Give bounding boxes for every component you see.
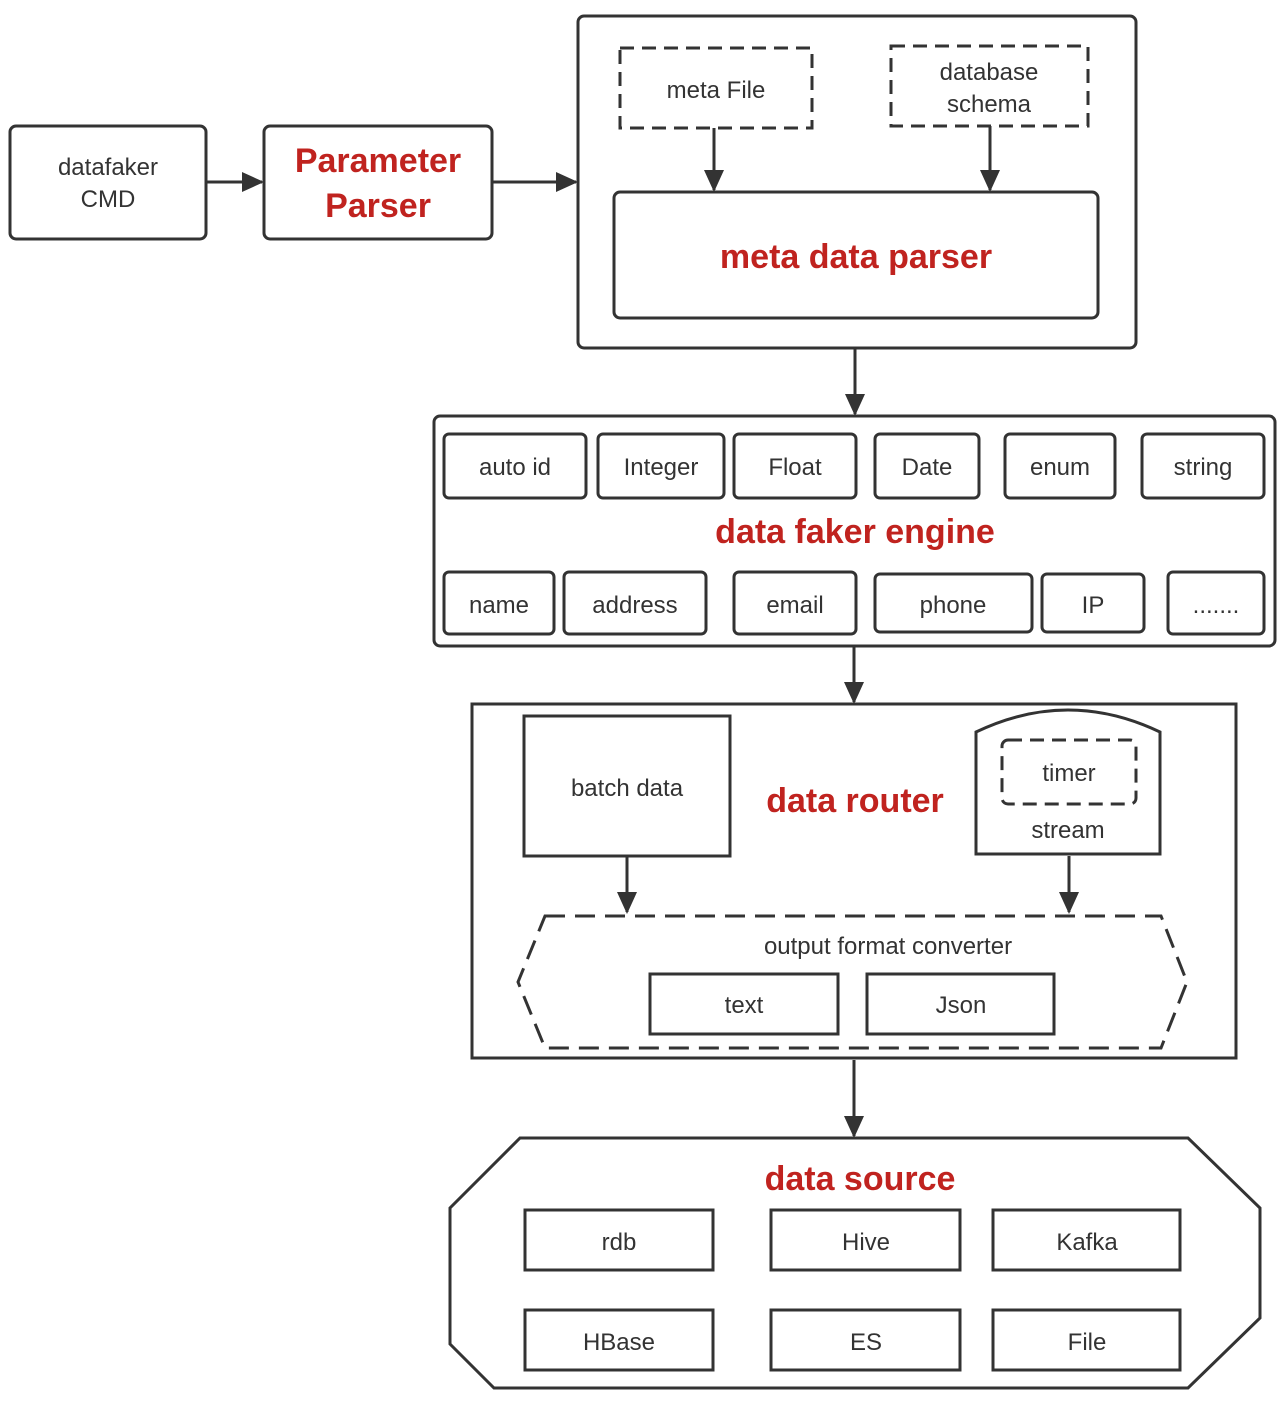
timer-label: timer [1042,760,1095,787]
source-rdb-label: rdb [602,1229,637,1256]
data-router: batch data data router timer stream outp… [470,702,1238,1060]
format-json [865,972,1056,1036]
data-source: data source rdb Hive Kafka HBase ES File [448,1136,1262,1390]
format-json-label: Json [936,992,987,1019]
meta-file-box [618,46,814,130]
database-schema-box [889,44,1090,128]
meta-data-parser-box [612,190,1100,320]
type-address-label: address [592,592,677,619]
type-more-label: ....... [1193,592,1240,619]
type-float [732,432,858,500]
type-more [1166,570,1266,636]
parameter-parser-node: Parameter Parser [262,124,494,241]
type-name-label: name [469,592,529,619]
meta-section: meta File database schema meta data pars… [576,14,1138,350]
stream-label: stream [1031,817,1104,844]
type-enum-label: enum [1030,454,1090,481]
type-ip [1040,572,1146,634]
output-format-converter-title: output format converter [764,933,1012,960]
type-float-label: Float [768,454,822,481]
type-email-label: email [766,592,823,619]
cmd-label-line2: CMD [81,186,136,213]
data-faker-engine-title: data faker engine [715,513,995,551]
cmd-label-line1: datafaker [58,154,158,181]
source-kafka [991,1208,1182,1272]
format-text [648,972,840,1036]
data-source-title: data source [765,1160,956,1198]
format-text-label: text [725,992,764,1019]
type-phone [873,572,1034,634]
type-enum [1003,432,1117,500]
source-hive-label: Hive [842,1229,890,1256]
source-es [769,1308,962,1372]
meta-file-label: meta File [667,77,766,104]
type-phone-label: phone [920,592,987,619]
data-faker-engine: auto id Integer Float Date enum string d… [432,414,1277,648]
database-schema-line2: schema [947,91,1032,118]
source-kafka-label: Kafka [1056,1229,1118,1256]
type-auto-id-label: auto id [479,454,551,481]
database-schema-line1: database [940,59,1039,86]
batch-data-label: batch data [571,775,684,802]
type-date-label: Date [902,454,953,481]
type-integer-label: Integer [624,454,699,481]
type-email [732,570,858,636]
data-router-title: data router [766,782,944,820]
parameter-parser-line2: Parser [325,187,431,225]
type-string [1140,432,1266,500]
type-address [562,570,708,636]
timer-box [1000,738,1138,806]
source-hbase-label: HBase [583,1329,655,1356]
type-ip-label: IP [1082,592,1105,619]
source-file-label: File [1068,1329,1107,1356]
meta-data-parser-title: meta data parser [720,238,992,276]
source-file [991,1308,1182,1372]
parameter-parser-line1: Parameter [295,142,461,180]
source-rdb [523,1208,715,1272]
datafaker-cmd-node: datafaker CMD [8,124,208,241]
source-es-label: ES [850,1329,882,1356]
type-auto-id [442,432,588,500]
source-hbase [523,1308,715,1372]
type-name [442,570,556,636]
type-integer [596,432,726,500]
source-hive [769,1208,962,1272]
type-string-label: string [1174,454,1233,481]
type-date [873,432,981,500]
